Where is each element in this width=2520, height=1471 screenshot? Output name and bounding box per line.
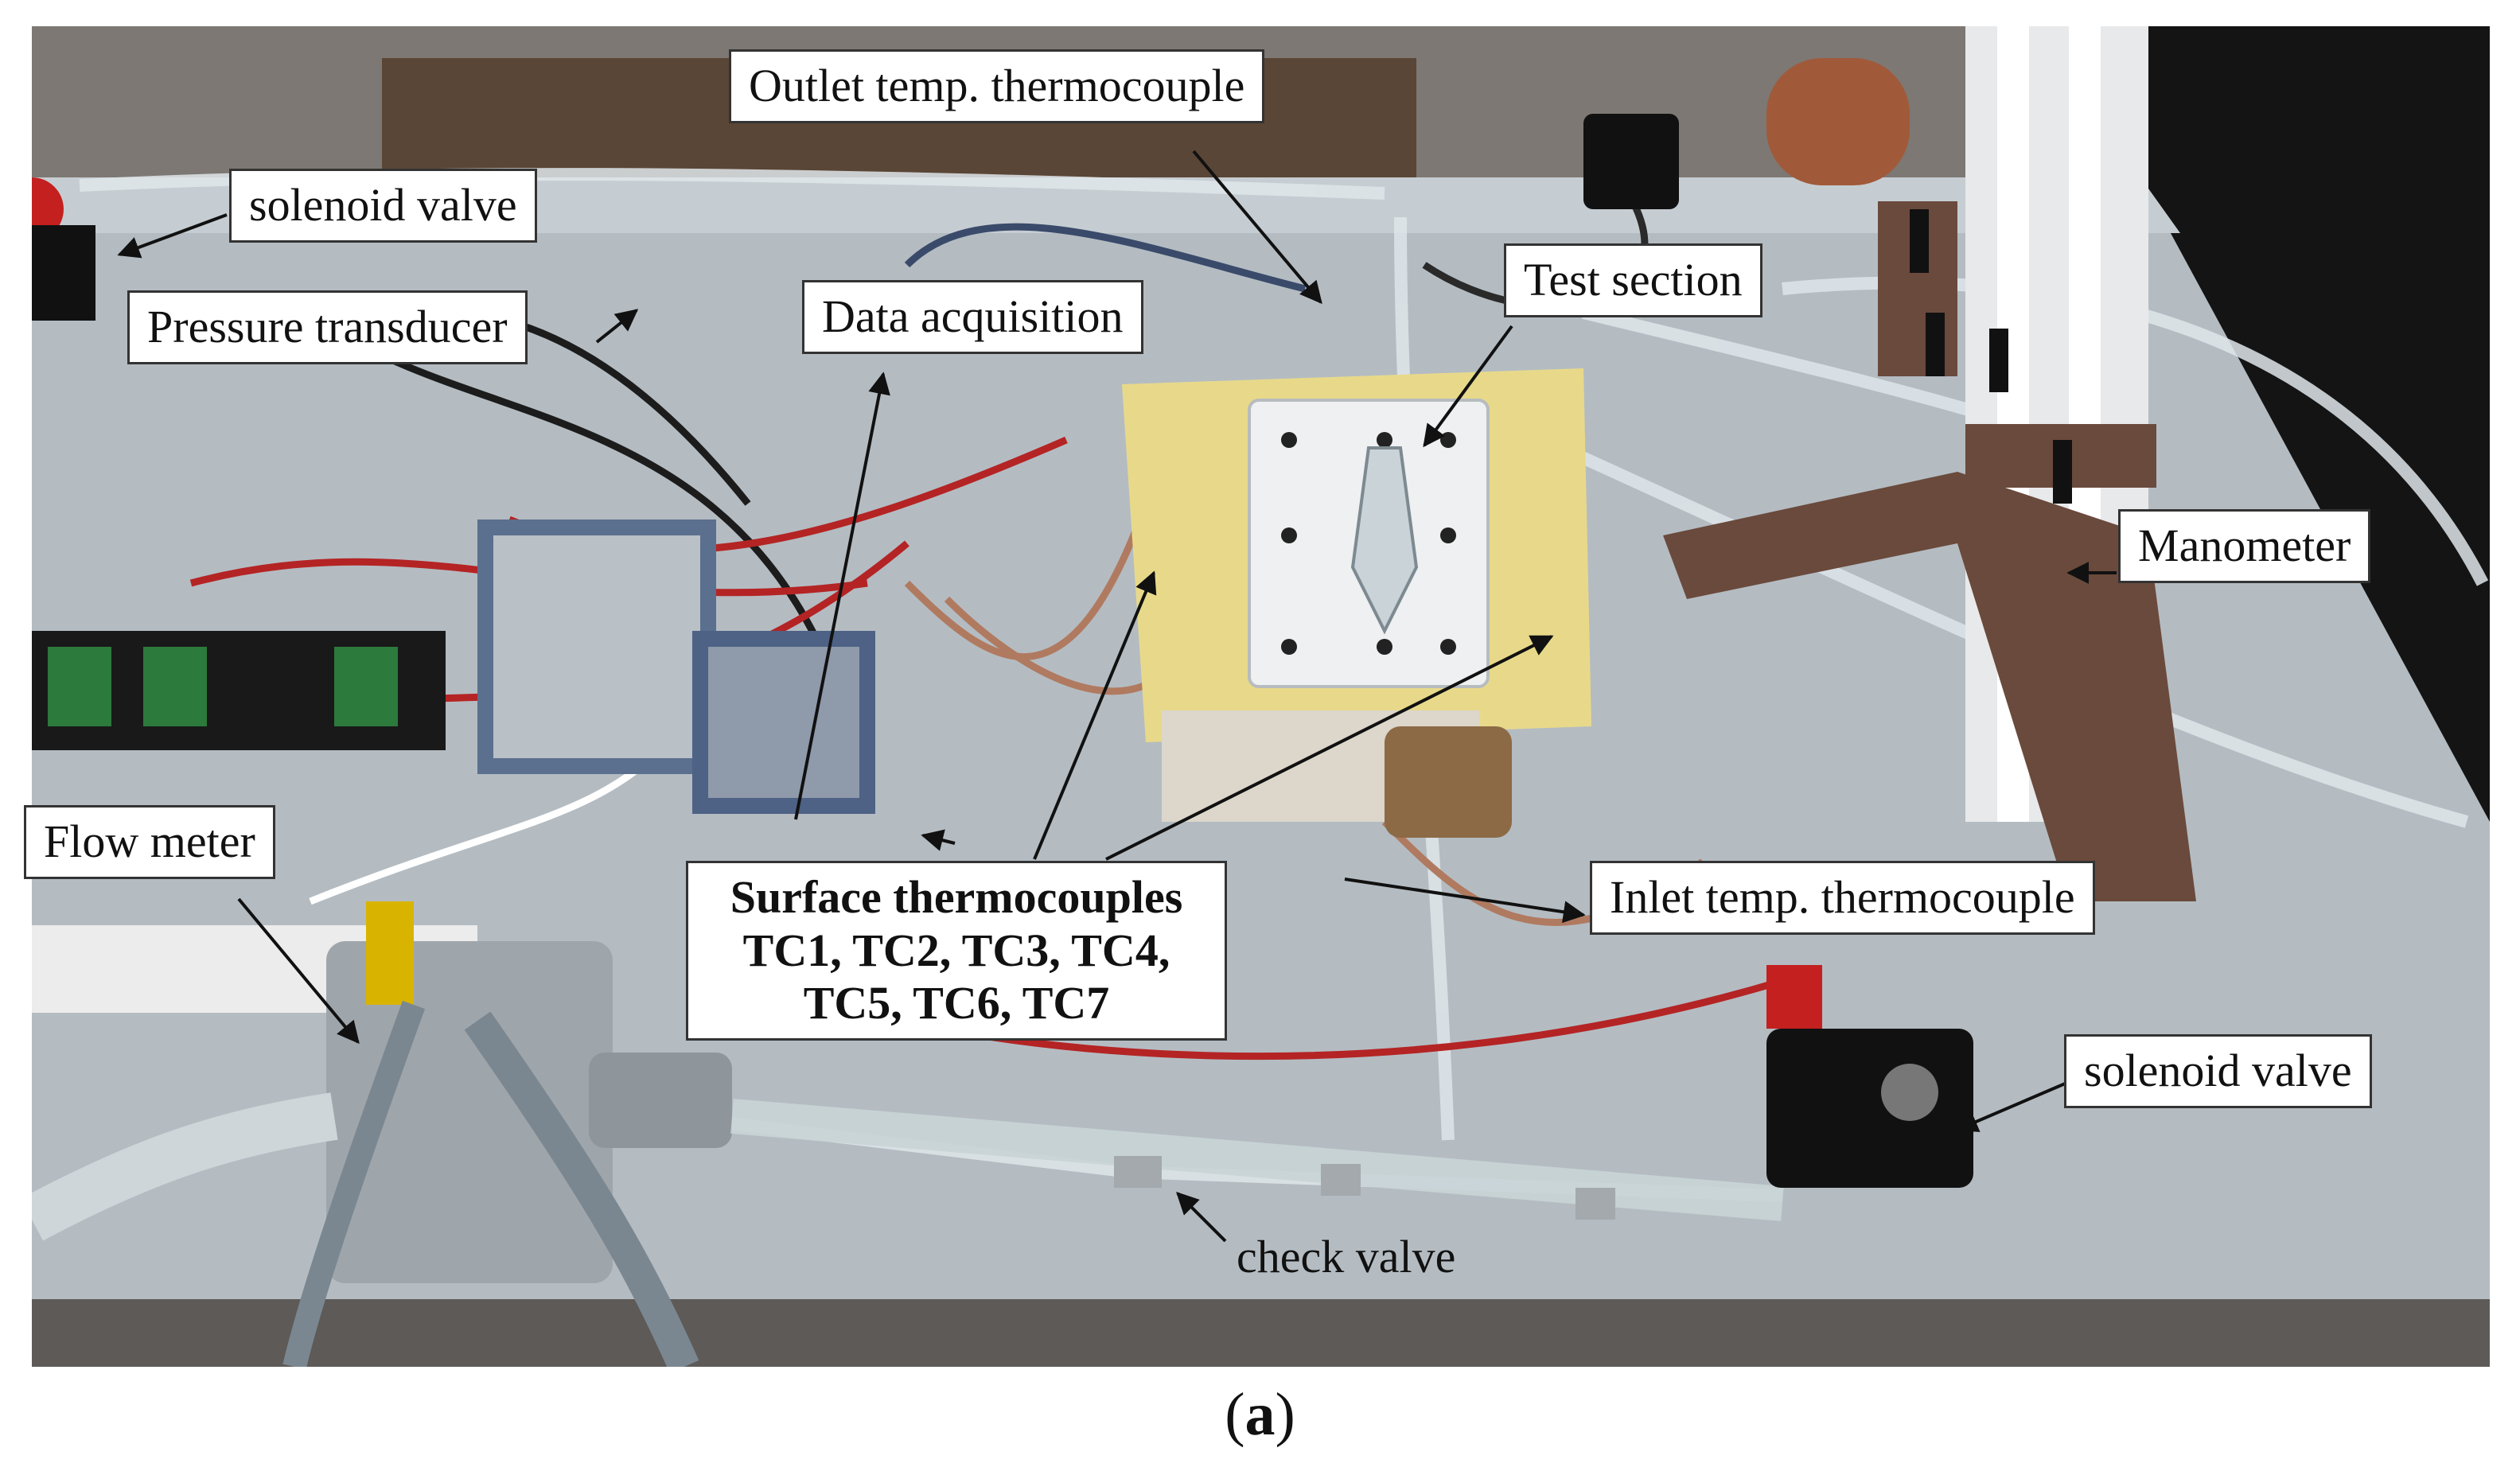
surface-thermocouples-line1: Surface thermocouples bbox=[730, 871, 1183, 923]
surface-thermocouples-line2: TC1, TC2, TC3, TC4, bbox=[742, 924, 1170, 976]
check-valve-label: check valve bbox=[1237, 1231, 1456, 1282]
surface-thermocouples-line3: TC5, TC6, TC7 bbox=[803, 977, 1110, 1029]
test-section-label: Test section bbox=[1504, 243, 1762, 317]
data-acquisition-label: Data acquisition bbox=[802, 280, 1143, 354]
caption-close: ) bbox=[1275, 1381, 1295, 1448]
outlet-thermocouple-label: Outlet temp. thermocouple bbox=[729, 49, 1265, 123]
pressure-transducer-label: Pressure transducer bbox=[127, 290, 528, 364]
surface-thermocouples-label: Surface thermocouples TC1, TC2, TC3, TC4… bbox=[686, 861, 1227, 1041]
solenoid-valve-bottom-label: solenoid valve bbox=[2064, 1034, 2372, 1108]
experimental-setup-photo bbox=[32, 26, 2490, 1367]
flow-meter-label: Flow meter bbox=[24, 805, 275, 879]
caption-letter: a bbox=[1244, 1381, 1276, 1448]
manometer-label: Manometer bbox=[2118, 509, 2371, 583]
caption-open: ( bbox=[1225, 1381, 1245, 1448]
inlet-thermocouple-label: Inlet temp. thermocouple bbox=[1590, 861, 2095, 935]
solenoid-valve-top-label: solenoid valve bbox=[229, 169, 537, 243]
figure-caption: (a) bbox=[0, 1380, 2520, 1450]
